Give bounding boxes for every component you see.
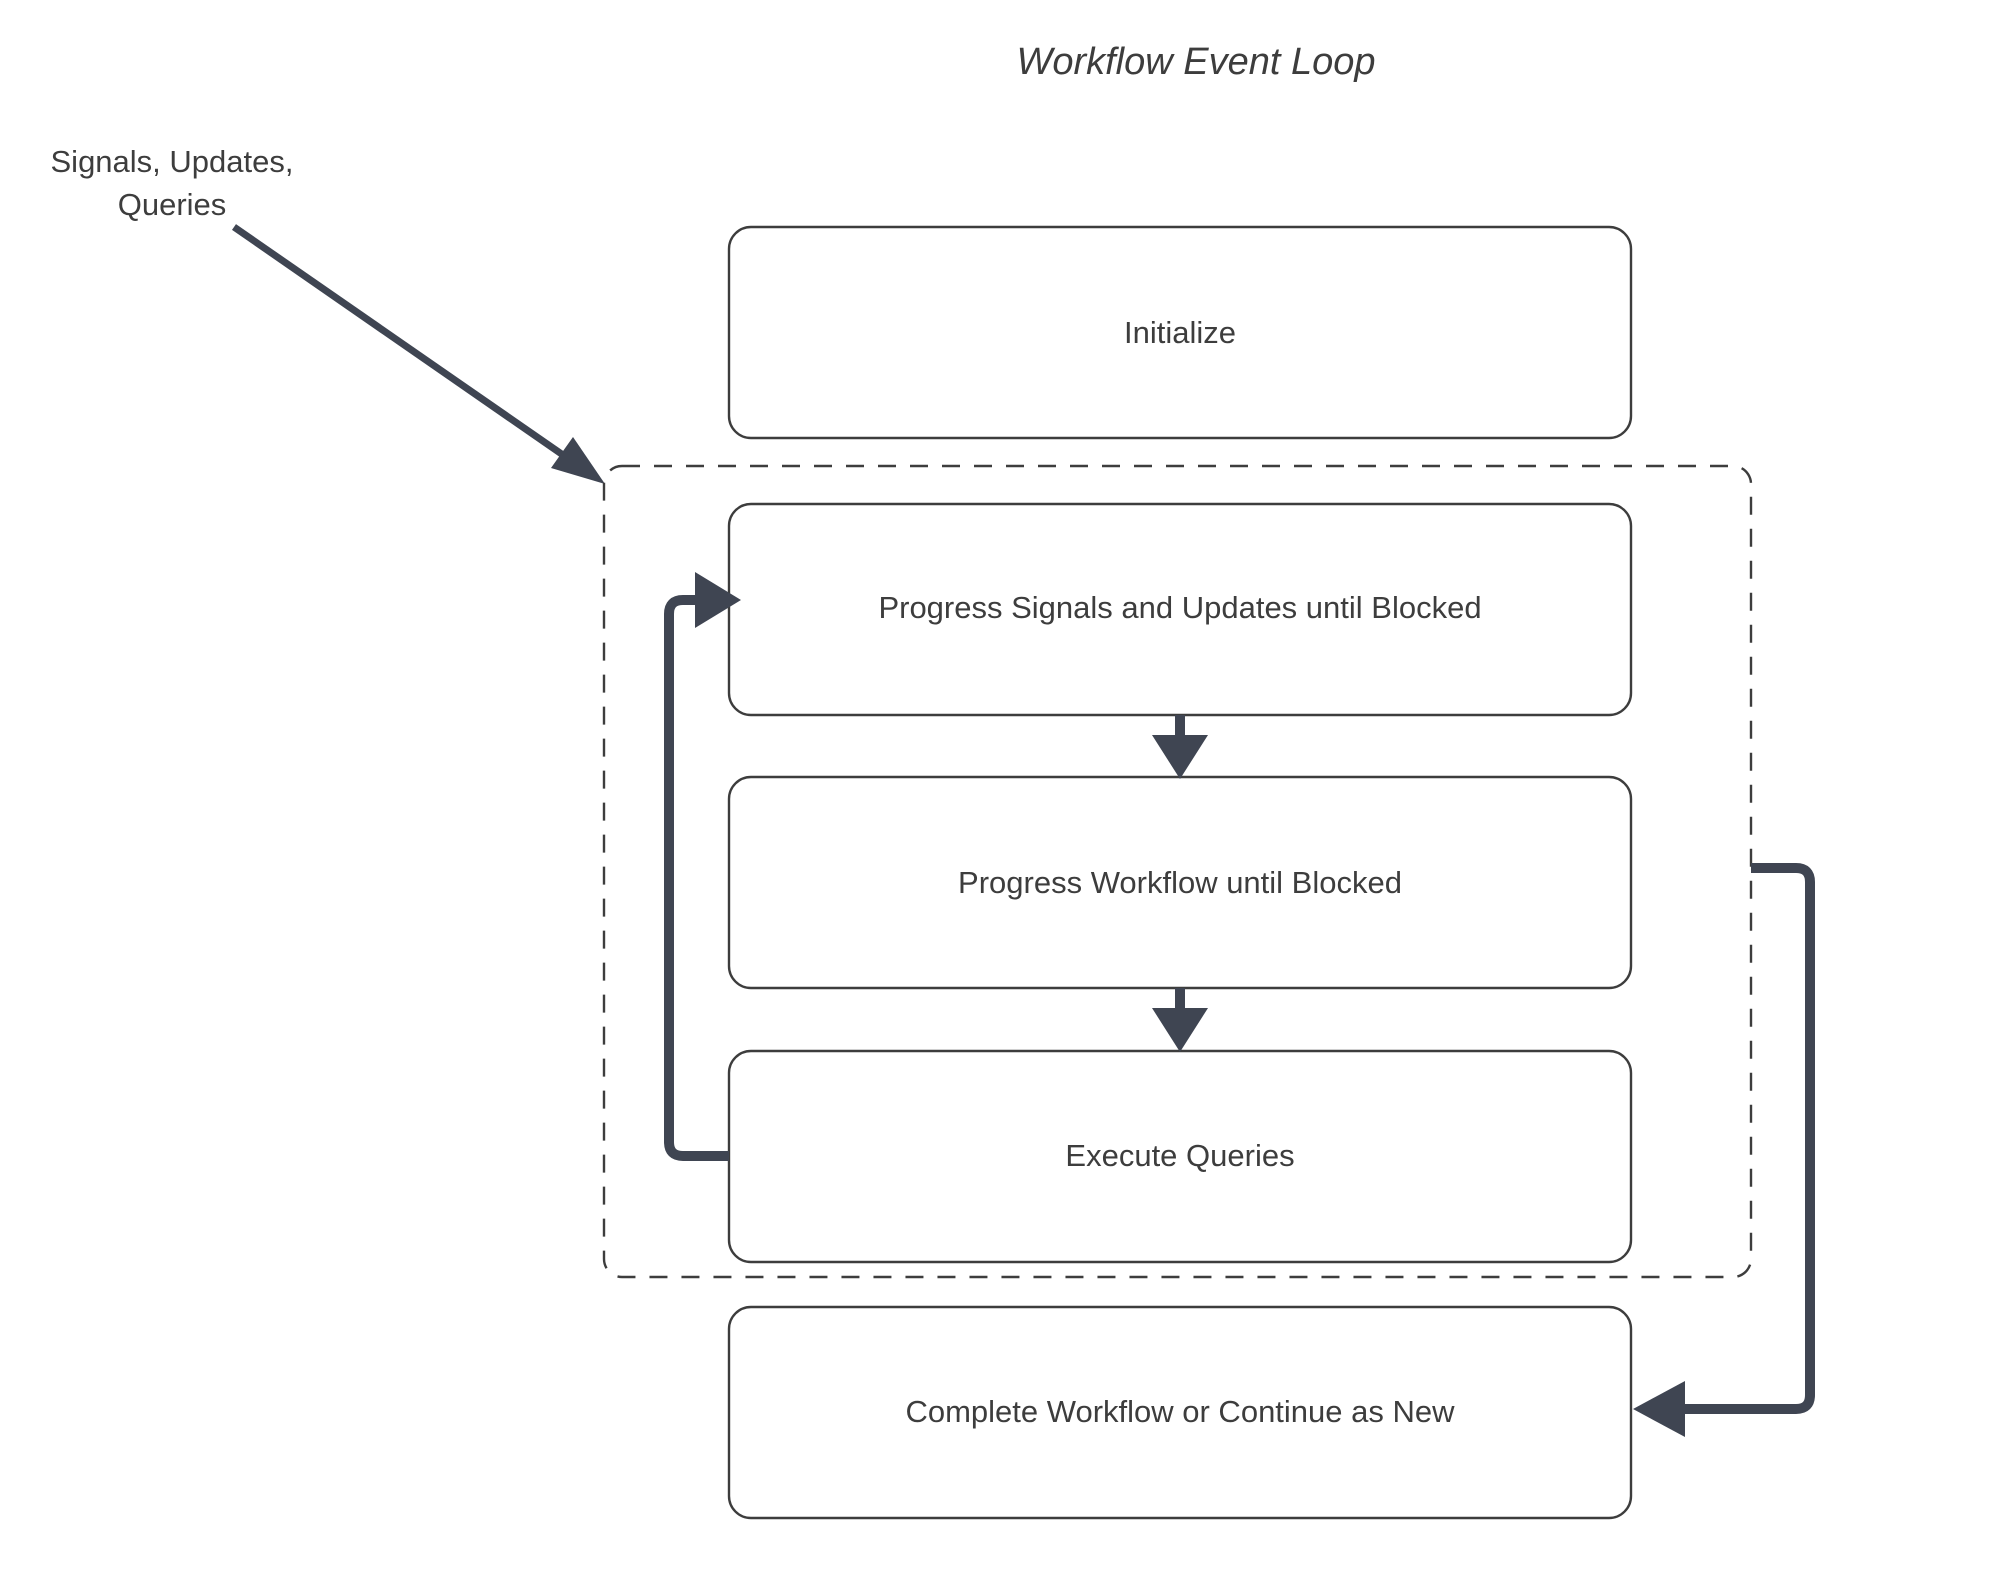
node-complete-workflow-shape[interactable] [727, 1305, 1633, 1520]
node-initialize-label: Initialize [1124, 315, 1236, 350]
node-initialize[interactable]: Initialize [727, 225, 1633, 440]
arrow-signals-to-workflow [1152, 715, 1208, 779]
node-complete-workflow[interactable]: Complete Workflow or Continue as New [727, 1305, 1633, 1520]
arrow-loop-to-complete [1633, 863, 1815, 1437]
node-progress-signals-label: Progress Signals and Updates until Block… [878, 590, 1481, 625]
node-progress-signals[interactable]: Progress Signals and Updates until Block… [727, 502, 1633, 717]
node-progress-workflow[interactable]: Progress Workflow until Blocked [727, 775, 1633, 990]
node-initialize-shape[interactable] [727, 225, 1633, 440]
inbound-edge-label-line1: Signals, Updates, [51, 144, 294, 179]
node-progress-workflow-label: Progress Workflow until Blocked [958, 865, 1402, 900]
event-loop-group-boundary [602, 464, 1753, 1279]
inbound-arrow [232, 224, 605, 484]
node-complete-workflow-label: Complete Workflow or Continue as New [905, 1394, 1455, 1429]
inbound-edge-label-line2: Queries [118, 187, 227, 222]
arrow-workflow-to-queries [1152, 988, 1208, 1052]
node-execute-queries-label: Execute Queries [1065, 1138, 1294, 1173]
node-execute-queries[interactable]: Execute Queries [727, 1049, 1633, 1264]
page-title: Workflow Event Loop [1016, 41, 1375, 83]
arrow-loopback-queries-to-signals [664, 572, 741, 1161]
